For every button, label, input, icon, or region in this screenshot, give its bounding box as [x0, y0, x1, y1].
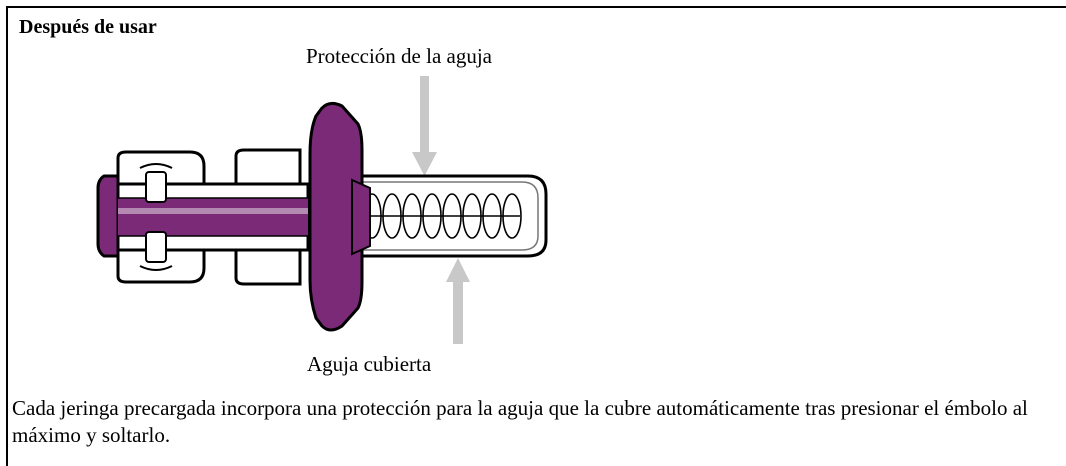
arrow-down-icon [412, 76, 437, 176]
plunger-clip [139, 163, 173, 271]
covered-needle-label: Aguja cubierta [307, 352, 432, 376]
needle-guard-label: Protección de la aguja [306, 44, 493, 68]
plunger-thumb-pad [96, 174, 122, 258]
caption-text: Cada jeringa precargada incorpora una pr… [12, 396, 1028, 447]
syringe-flange [308, 101, 371, 332]
arrow-up-icon [446, 258, 470, 344]
needle-guard [338, 174, 548, 258]
finger-grips [116, 148, 302, 286]
section-heading: Después de usar [19, 16, 157, 38]
syringe-illustration [96, 76, 548, 344]
document-frame [6, 6, 1066, 466]
